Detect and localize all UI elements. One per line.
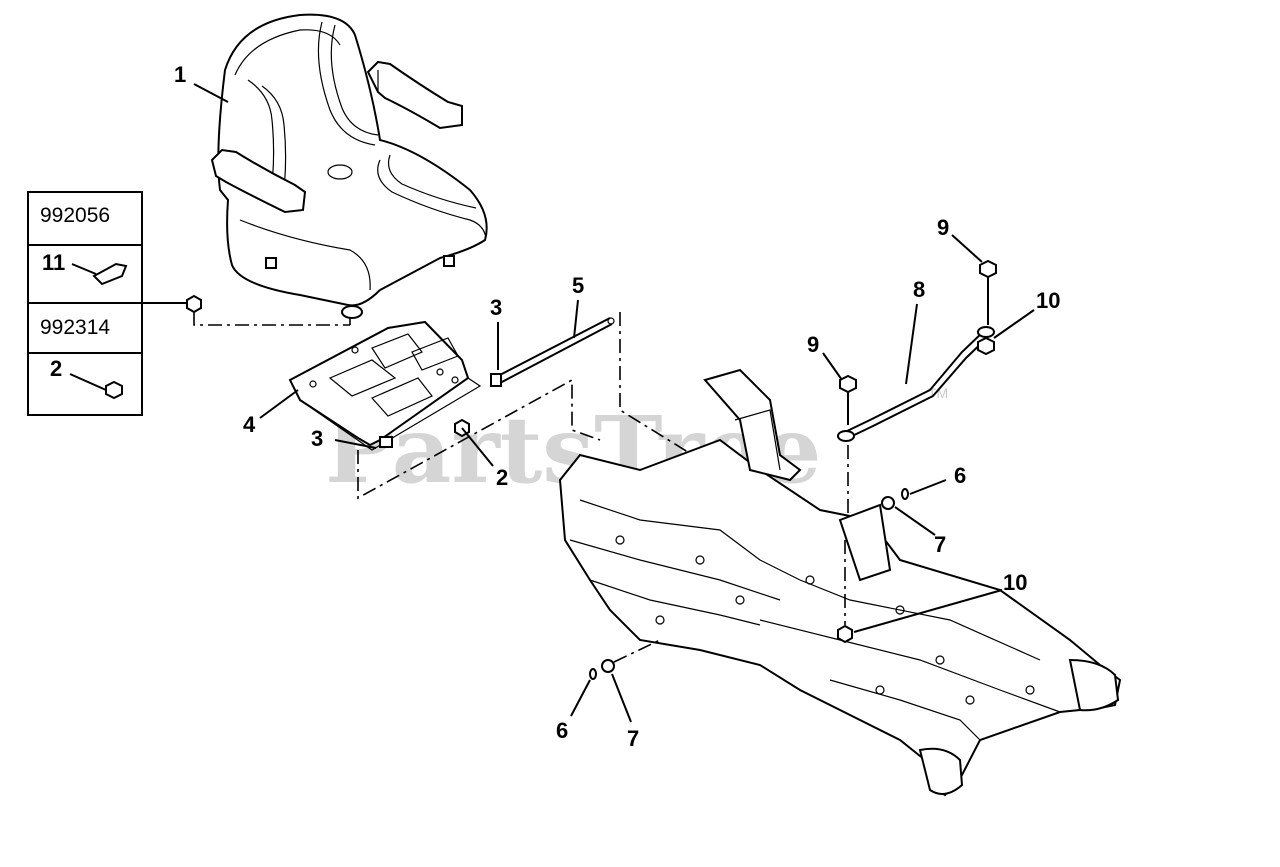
pivot-rod	[379, 317, 615, 448]
callout-leaders	[193, 83, 1035, 723]
linkage-rod	[837, 326, 995, 442]
callout-3: 3	[311, 426, 323, 451]
callout-4: 4	[243, 412, 256, 437]
nut-icon	[105, 380, 123, 400]
callout-6: 6	[954, 463, 966, 488]
kit-part-number: 992314	[40, 316, 110, 339]
bolt	[979, 259, 997, 325]
callout-7: 7	[934, 532, 946, 557]
callout-9: 9	[807, 332, 819, 357]
nut	[977, 336, 995, 356]
pin	[589, 668, 597, 680]
kit-item-number: 11	[42, 250, 65, 275]
callout-7: 7	[627, 726, 639, 751]
seat	[210, 13, 488, 319]
washer	[601, 659, 615, 673]
washer	[881, 496, 895, 510]
callout-10: 10	[1003, 570, 1027, 595]
kit-item-number: 2	[50, 356, 62, 381]
callout-2: 2	[496, 465, 508, 490]
callout-1: 1	[174, 62, 186, 87]
tractor-frame	[558, 368, 1122, 797]
bolt	[839, 374, 857, 515]
nut-icon	[186, 294, 202, 314]
callout-10: 10	[1036, 288, 1060, 313]
seat-switch-clip-icon	[92, 262, 128, 286]
nut	[837, 624, 853, 644]
callout-8: 8	[913, 277, 925, 302]
seat-plate	[288, 320, 482, 451]
callout-3: 3	[490, 295, 502, 320]
callout-5: 5	[572, 273, 584, 298]
callout-6: 6	[556, 718, 568, 743]
pin	[901, 488, 909, 500]
kit-box: 992056 11 992314 2	[27, 191, 143, 416]
kit-part-number: 992056	[40, 204, 110, 227]
callout-9: 9	[937, 215, 949, 240]
